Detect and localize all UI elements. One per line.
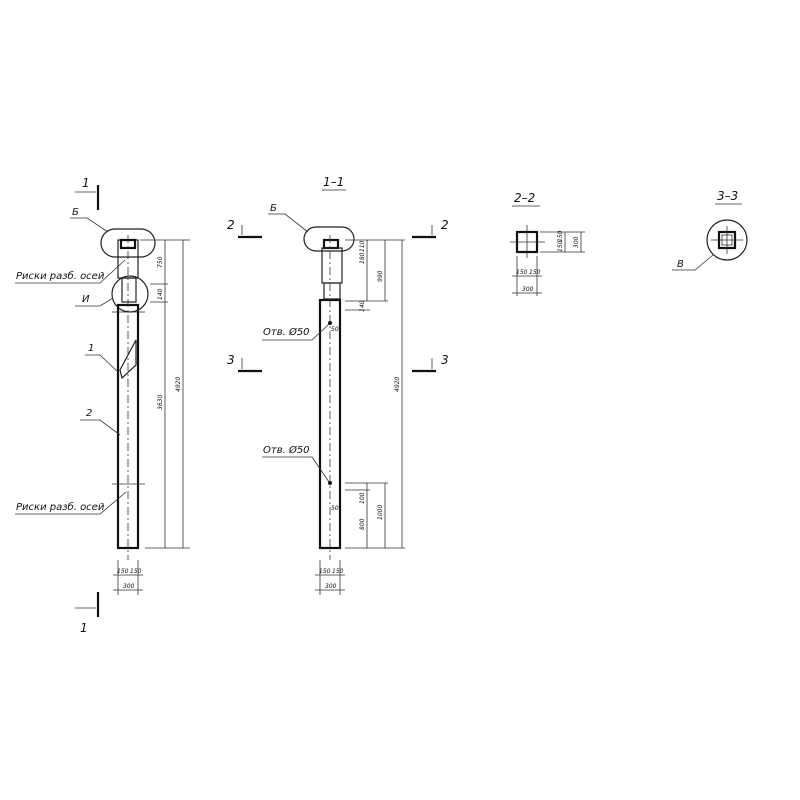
dim-width-150a: 150 [319,568,331,575]
dim-140: 140 [157,288,164,300]
column-neck [323,282,341,300]
callout-b-leader [70,217,109,233]
main-dim-lines [113,239,190,595]
section-mark-bottom: 1 [80,621,88,635]
dim-140: 140 [359,300,366,312]
pos-2-label: 2 [86,408,92,419]
risks-bottom-label: Риски разб. осей [16,501,105,513]
callout-b-outline [100,228,156,258]
dim-width-150a: 150 [117,568,129,575]
dim-width-150a: 150 [516,269,528,276]
hole-bottom-label: Отв. Ø50 [263,444,310,456]
column-head [321,247,343,284]
dim-50-bottom: 50 [331,505,339,512]
dim-180: 180 [359,252,366,264]
main-view: 1 1 Б И Риски разб. осей 1 2 Риски разб.… [15,176,190,635]
dim-100: 100 [359,492,366,504]
section-1-1-view: 1–1 2 2 3 3 Б Отв. Ø50 Отв. Ø50 [227,175,449,595]
callout-i-outline [111,275,149,313]
callout-v-leader [672,254,714,271]
callout-i-leader [75,297,114,307]
pos-1-label: 1 [88,343,94,354]
embedded-part [119,339,137,380]
section-2-2-view: 2–2 150 150 300 150 150 300 [510,191,585,296]
section-3-3-title: 3–3 [717,189,738,203]
dim-width-300: 300 [522,286,534,293]
pos-1-leader [85,354,119,373]
callout-v-label: В [677,259,684,270]
section-mark-top: 1 [82,176,90,190]
hole-bottom-leader [262,456,330,483]
dim-width-150b: 150 [529,269,541,276]
section-2-2-dim-lines [512,231,585,296]
callout-b-leader [268,213,309,233]
callout-b-label: Б [270,203,277,214]
callout-b-outline [303,226,355,252]
hole-top-label: Отв. Ø50 [263,326,310,338]
dim-width-300: 300 [325,583,337,590]
risks-top-label: Риски разб. осей [16,270,105,282]
cut-3-left-label: 3 [227,353,235,367]
dim-990: 990 [377,270,384,282]
hole-top-leader [262,323,330,341]
callout-v-outline [706,219,748,261]
dim-4920: 4920 [175,377,182,392]
dim-50-top: 50 [331,326,339,333]
risks-bottom-leader [15,491,127,515]
dim-height-150b: 150 [557,240,564,252]
dim-width-300: 300 [123,583,135,590]
dim-110: 110 [359,240,366,252]
section-1-1-title: 1–1 [323,175,344,189]
dim-height-300: 300 [573,236,580,248]
section-3-3-view: 3–3 В [672,189,748,271]
callout-b-label: Б [72,207,79,218]
pos-2-leader [80,419,121,436]
dim-800: 800 [359,518,366,530]
section-2-2-title: 2–2 [514,191,535,205]
cut-2-right-label: 2 [441,218,449,232]
risks-top-leader [15,259,126,284]
head-plate [322,238,340,250]
dim-750: 750 [157,256,164,268]
column-neck [121,277,137,303]
dim-1000: 1000 [377,505,384,520]
dim-3630: 3630 [157,395,164,410]
dim-4920: 4920 [394,377,401,392]
dim-height-150a: 150 [557,230,564,242]
dim-width-150b: 150 [332,568,344,575]
section-1-1-dim-lines [315,239,405,595]
cut-3-right-label: 3 [441,353,449,367]
cut-2-left-label: 2 [227,218,235,232]
dim-width-150b: 150 [130,568,142,575]
callout-i-label: И [82,294,90,305]
